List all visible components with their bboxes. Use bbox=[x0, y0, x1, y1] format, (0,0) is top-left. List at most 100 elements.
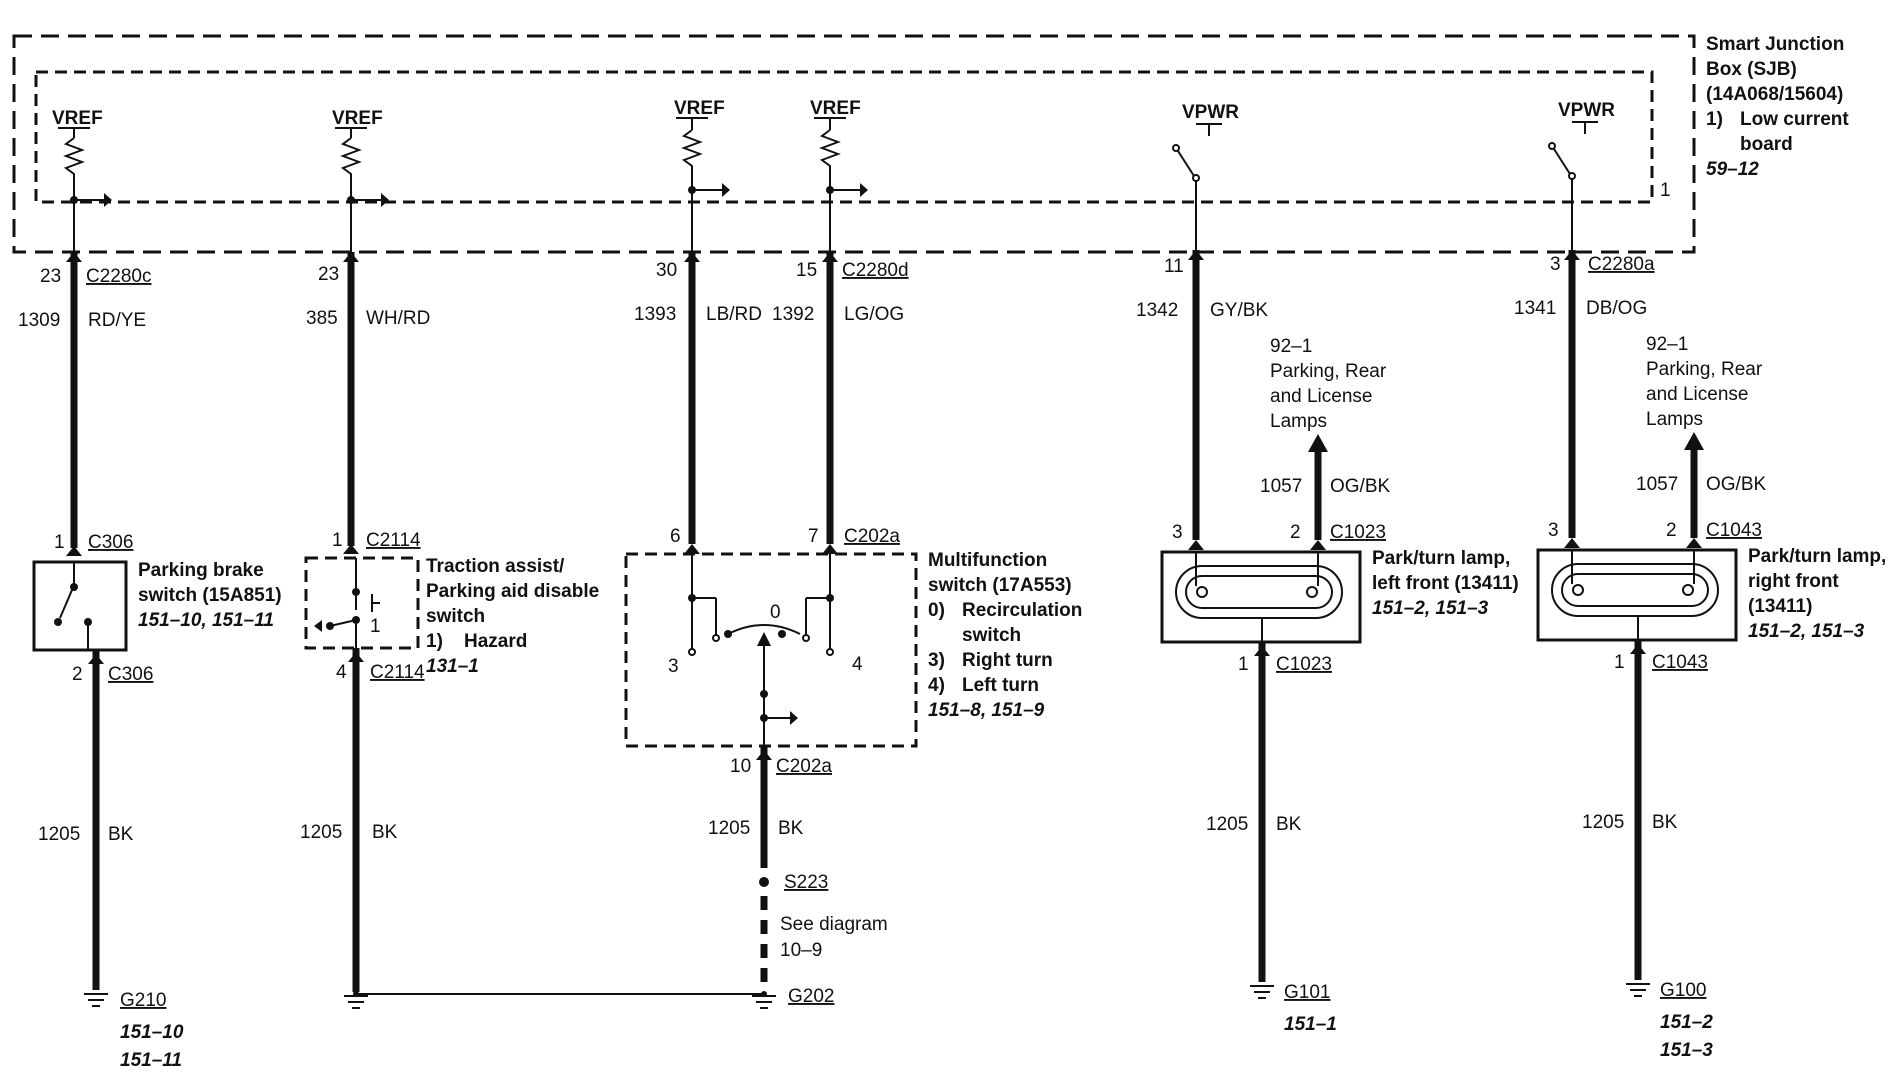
pin-label: 30 bbox=[656, 260, 677, 281]
wire-color: LG/OG bbox=[844, 304, 904, 325]
splice-name: S223 bbox=[784, 872, 828, 893]
sjb-item-text-1: Low current bbox=[1740, 109, 1849, 130]
item-text: Recirculation bbox=[962, 600, 1082, 621]
connector-label: C2280a bbox=[1588, 254, 1655, 275]
wire-color: BK bbox=[372, 822, 398, 843]
circuit-number: 1205 bbox=[300, 822, 342, 843]
ground-ref: 151–11 bbox=[120, 1050, 182, 1071]
ground-g100: G100 151–2 151–3 bbox=[1626, 980, 1713, 1061]
ground-ref: 151–10 bbox=[120, 1022, 184, 1043]
dest-text: Parking, Rear bbox=[1646, 359, 1763, 380]
dest-ref: 92–1 bbox=[1646, 334, 1688, 355]
circuit-number: 1392 bbox=[772, 304, 814, 325]
dest-ref: 92–1 bbox=[1270, 336, 1312, 357]
wire-color: BK bbox=[108, 824, 134, 845]
traction-switch-box bbox=[304, 556, 420, 650]
pin-label: 15 bbox=[796, 260, 817, 281]
dest-text: and License bbox=[1270, 386, 1372, 407]
ground-g101: G101 151–1 bbox=[1250, 982, 1337, 1035]
sjb-item-text-2: board bbox=[1740, 134, 1793, 155]
sjb-pin-label: 1 bbox=[1660, 180, 1671, 201]
component-name: Traction assist/ bbox=[426, 556, 565, 577]
wire-color: OG/BK bbox=[1330, 476, 1391, 497]
pin-label: 7 bbox=[808, 526, 819, 547]
component-refs: 131–1 bbox=[426, 656, 479, 677]
pin-label: 2 bbox=[72, 664, 83, 685]
ground-name: G202 bbox=[788, 986, 834, 1007]
connector-label: C2114 bbox=[370, 662, 425, 683]
item-number: 0) bbox=[928, 600, 945, 621]
connector-label: C2280c bbox=[86, 266, 152, 287]
multifunction-switch-box bbox=[624, 552, 918, 748]
vref-1: VREF bbox=[52, 108, 112, 207]
wire-color: DB/OG bbox=[1586, 298, 1647, 319]
out-arrow bbox=[1684, 432, 1704, 450]
pin-label: 23 bbox=[40, 266, 61, 287]
vpwr-2: VPWR bbox=[1548, 100, 1615, 250]
connector-label: C1023 bbox=[1330, 522, 1386, 543]
component-name: Parking brake bbox=[138, 560, 264, 581]
inner-pos-label: 0 bbox=[770, 602, 781, 623]
component-name: switch bbox=[426, 606, 485, 627]
pin-label: 2 bbox=[1290, 522, 1301, 543]
vref-4: VREF bbox=[810, 98, 868, 197]
item-number: 4) bbox=[928, 675, 945, 696]
circuit-number: 1057 bbox=[1260, 476, 1302, 497]
connector-label: C1043 bbox=[1706, 520, 1762, 541]
wire-color: BK bbox=[1276, 814, 1302, 835]
pin-label: 23 bbox=[318, 264, 339, 285]
item-text: switch bbox=[962, 625, 1021, 646]
inner-pos-label: 3 bbox=[668, 656, 679, 677]
supply-label: VREF bbox=[332, 108, 383, 129]
wire-color: BK bbox=[778, 818, 804, 839]
component-name: Parking aid disable bbox=[426, 581, 599, 602]
ground-name: G101 bbox=[1284, 982, 1330, 1003]
splice-dot bbox=[759, 877, 769, 887]
dest-text: Parking, Rear bbox=[1270, 361, 1387, 382]
sjb-title-2: Box (SJB) bbox=[1706, 59, 1797, 80]
connector-label: C202a bbox=[776, 756, 832, 777]
component-refs: 151–2, 151–3 bbox=[1372, 598, 1489, 619]
ground-traction bbox=[344, 991, 764, 1009]
circuit-number: 385 bbox=[306, 308, 338, 329]
component-name: Multifunction bbox=[928, 550, 1047, 571]
vref-2: VREF bbox=[332, 108, 389, 207]
supply-label: VPWR bbox=[1182, 102, 1239, 123]
out-arrow bbox=[1308, 434, 1328, 452]
item-number: 3) bbox=[928, 650, 945, 671]
supply-label: VPWR bbox=[1558, 100, 1615, 121]
pin-label: 1 bbox=[1238, 654, 1249, 675]
component-refs: 151–8, 151–9 bbox=[928, 700, 1045, 721]
component-refs: 151–10, 151–11 bbox=[138, 610, 274, 631]
supply-label: VREF bbox=[674, 98, 725, 119]
dest-text: Lamps bbox=[1646, 409, 1703, 430]
ground-ref: 151–3 bbox=[1660, 1040, 1713, 1061]
circuit-parking-brake: 23 C2280c 1309 RD/YE 1 C306 Parking brak… bbox=[18, 252, 282, 990]
pin-label: 3 bbox=[1172, 522, 1183, 543]
inner-pin-label: 1 bbox=[370, 616, 381, 637]
wire-color: BK bbox=[1652, 812, 1678, 833]
supply-label: VREF bbox=[52, 108, 103, 129]
pin-label: 1 bbox=[54, 532, 65, 553]
dest-text: Lamps bbox=[1270, 411, 1327, 432]
item-text: Hazard bbox=[464, 631, 527, 652]
inner-pos-label: 4 bbox=[852, 654, 863, 675]
vpwr-1: VPWR bbox=[1172, 102, 1239, 250]
pin-label: 1 bbox=[1614, 652, 1625, 673]
ground-g202: G202 bbox=[752, 986, 834, 1009]
pin-label: 2 bbox=[1666, 520, 1677, 541]
connector-label: C202a bbox=[844, 526, 900, 547]
sjb-item-number: 1) bbox=[1706, 109, 1723, 130]
pin-label: 11 bbox=[1164, 256, 1184, 277]
splice-note: See diagram bbox=[780, 914, 888, 935]
connector-label: C2280d bbox=[842, 260, 909, 281]
ground-ref: 151–2 bbox=[1660, 1012, 1713, 1033]
pin-label: 1 bbox=[332, 530, 343, 551]
component-name: Park/turn lamp, bbox=[1372, 548, 1510, 569]
ground-ref: 151–1 bbox=[1284, 1014, 1337, 1035]
pin-label: 4 bbox=[336, 662, 347, 683]
circuit-multifunction: 30 1393 LB/RD 15 C2280d 1392 LG/OG 6 7 C… bbox=[624, 252, 1082, 992]
component-name: left front (13411) bbox=[1372, 573, 1519, 594]
circuit-lamp-right: 3 C2280a 1341 DB/OG 92–1 Parking, Rear a… bbox=[1514, 250, 1886, 980]
